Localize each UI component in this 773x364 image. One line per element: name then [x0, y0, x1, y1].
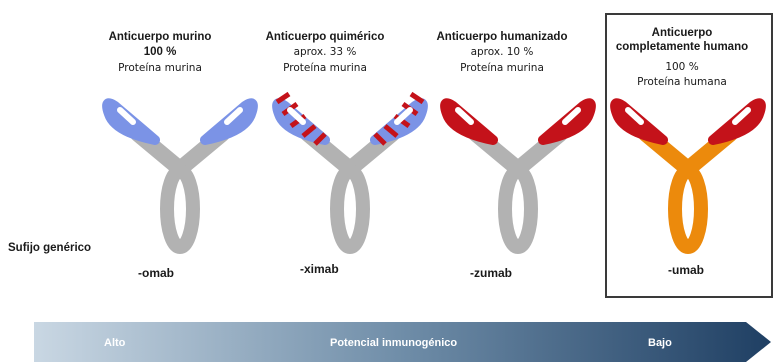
column-title-humanized: Anticuerpo humanizado — [422, 30, 582, 44]
suffix-chimeric: -ximab — [300, 262, 339, 276]
antibody-chimeric-icon — [265, 84, 435, 254]
column-value-murine: 100 % — [95, 46, 225, 59]
column-protein-chimeric: Proteína murina — [250, 62, 400, 75]
arrow-label-low: Bajo — [648, 337, 672, 349]
suffix-human: -umab — [668, 263, 704, 277]
row-label-suffix: Sufijo genérico — [8, 242, 91, 254]
suffix-humanized: -zumab — [470, 266, 512, 280]
column-title-chimeric: Anticuerpo quimérico — [250, 30, 400, 44]
antibody-murine-icon — [95, 84, 265, 254]
column-protein-murine: Proteína murina — [95, 62, 225, 75]
arrow-label-high: Alto — [104, 337, 125, 349]
column-title-murine: Anticuerpo murino — [95, 30, 225, 44]
suffix-murine: -omab — [138, 266, 174, 280]
column-value-humanized: aprox. 10 % — [422, 46, 582, 59]
antibody-human-icon — [603, 84, 773, 254]
column-value-human: 100 % — [612, 61, 752, 74]
arrow-label-center: Potencial inmunogénico — [330, 337, 457, 349]
antibody-humanized-icon — [433, 84, 603, 254]
column-value-chimeric: aprox. 33 % — [250, 46, 400, 59]
column-title-human: Anticuerpo completamente humano — [612, 26, 752, 54]
column-protein-humanized: Proteína murina — [422, 62, 582, 75]
